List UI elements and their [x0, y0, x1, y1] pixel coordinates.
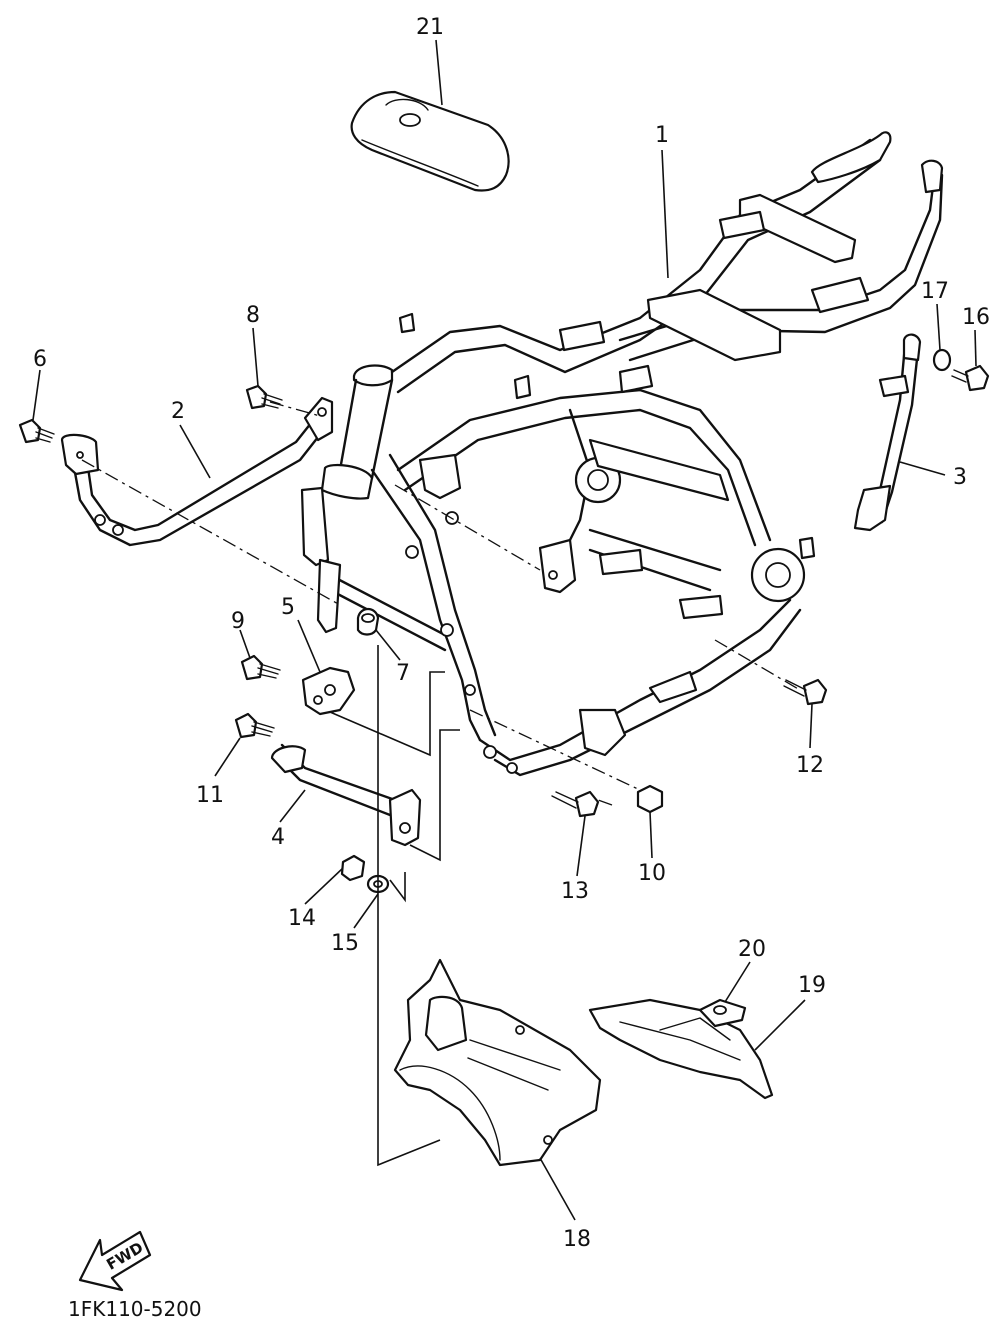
callout-15: 15 — [331, 931, 359, 956]
callout-9: 9 — [231, 609, 245, 634]
callout-19: 19 — [798, 973, 826, 998]
part-21-seat-cowl — [350, 90, 510, 192]
part-11-bolt — [234, 712, 275, 739]
callout-18: 18 — [563, 1227, 591, 1252]
part-17-washer — [932, 348, 952, 372]
alignment-brackets — [329, 645, 460, 1167]
part-6-bolt — [18, 418, 55, 444]
part-18-lower-cover — [393, 958, 602, 1167]
diagram-code: 1FK110-5200 — [68, 1297, 202, 1321]
callout-8: 8 — [246, 303, 260, 328]
callout-21: 21 — [416, 15, 444, 40]
callout-1: 1 — [655, 123, 669, 148]
callout-3: 3 — [953, 465, 967, 490]
callout-6: 6 — [33, 347, 47, 372]
part-3-rear-stay — [853, 333, 922, 532]
callout-2: 2 — [171, 399, 185, 424]
fwd-arrow-icon: FWD — [78, 1230, 152, 1292]
callout-20: 20 — [738, 937, 766, 962]
callout-17: 17 — [921, 279, 949, 304]
part-2-front-down-tube — [60, 396, 334, 547]
part-8-bolt — [245, 384, 283, 410]
callout-16: 16 — [962, 305, 990, 330]
callout-13: 13 — [561, 879, 589, 904]
part-13-bolt — [551, 790, 600, 818]
part-20-damper — [698, 998, 747, 1028]
part-4-engine-stay — [270, 743, 422, 847]
part-12-bolt — [783, 678, 828, 706]
part-19-tray — [588, 998, 774, 1100]
callout-10: 10 — [638, 861, 666, 886]
part-5-bracket-plate — [301, 666, 356, 716]
assembly-lines — [81, 401, 801, 806]
part-7-collar — [356, 607, 380, 636]
leader-lines — [32, 39, 977, 1221]
part-14-nut — [340, 854, 366, 882]
callout-11: 11 — [196, 783, 224, 808]
part-1-main-frame — [300, 131, 944, 777]
callout-7: 7 — [396, 661, 410, 686]
part-10-nut — [636, 784, 664, 814]
callout-5: 5 — [281, 595, 295, 620]
callout-4: 4 — [271, 825, 285, 850]
part-16-bolt — [951, 364, 990, 392]
part-9-bolt — [240, 654, 281, 681]
callout-12: 12 — [796, 753, 824, 778]
callout-14: 14 — [288, 906, 316, 931]
